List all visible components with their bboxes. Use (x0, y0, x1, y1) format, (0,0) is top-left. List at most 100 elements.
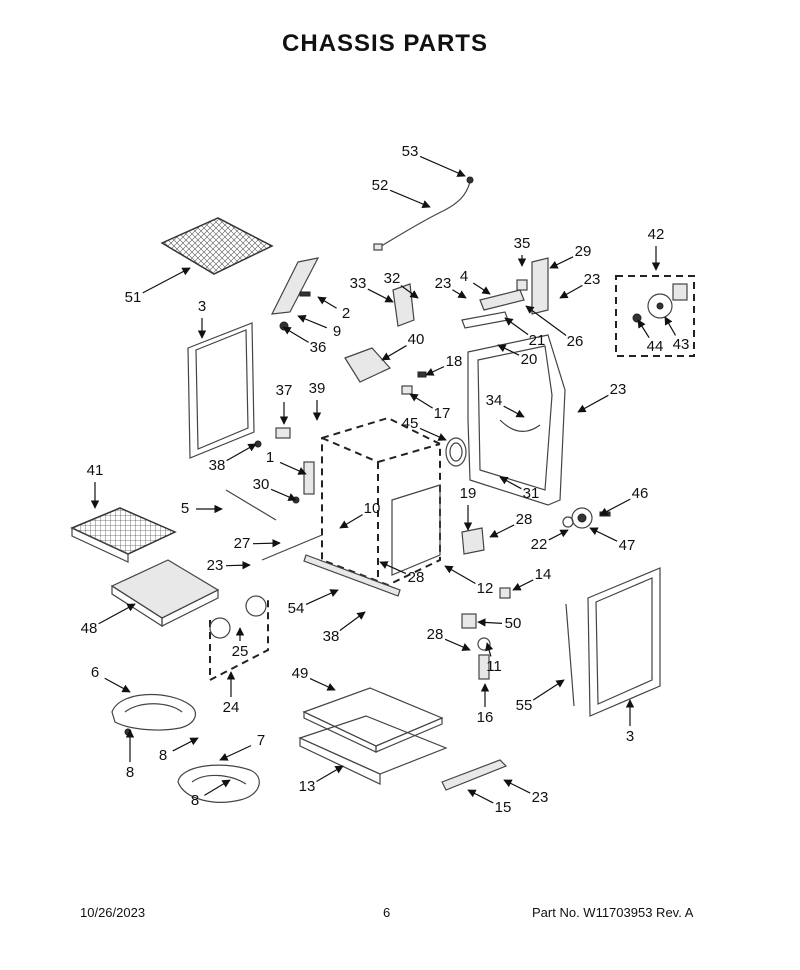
callout-21: 21 (504, 317, 545, 349)
callout-38: 38 (323, 611, 366, 645)
callout-number: 49 (292, 665, 309, 682)
leader-arrow (219, 745, 252, 761)
leader-arrow (367, 288, 394, 303)
callout-number: 50 (505, 615, 522, 632)
leader-arrow (316, 765, 344, 782)
leader-arrow (503, 405, 525, 418)
callout-13: 13 (299, 765, 344, 795)
leader-arrow (419, 155, 466, 177)
callout-26: 26 (525, 305, 584, 350)
leader-arrow (504, 317, 529, 336)
switch-part-17 (401, 371, 427, 395)
storage-drawer-part (298, 715, 448, 785)
callout-number: 54 (288, 600, 305, 617)
bracket-part-19 (461, 527, 485, 555)
page-title: CHASSIS PARTS (282, 30, 488, 57)
leader-arrow (172, 737, 199, 752)
callout-number: 23 (207, 557, 224, 574)
callout-number: 22 (531, 536, 548, 553)
wire-harness-part (373, 176, 474, 251)
leader-arrow (317, 296, 337, 309)
callout-47: 47 (589, 527, 635, 554)
callout-number: 28 (516, 511, 533, 528)
leader-arrow (400, 285, 419, 299)
callout-3: 3 (197, 298, 207, 339)
trim-bracket-part (441, 759, 508, 791)
callout-2: 2 (317, 296, 350, 322)
callout-39: 39 (309, 380, 325, 421)
leader-arrow (409, 393, 433, 409)
callout-number: 10 (364, 500, 381, 517)
callout-number: 53 (402, 143, 419, 160)
leader-arrow (532, 679, 565, 701)
leader-arrow (226, 443, 257, 462)
callout-number: 4 (460, 268, 468, 285)
leader-arrow (525, 305, 567, 336)
callout-number: 20 (521, 351, 538, 368)
callout-number: 51 (125, 289, 142, 306)
callout-23: 23 (503, 779, 548, 806)
callout-number: 3 (198, 298, 206, 315)
footer-date: 10/26/2023 (80, 905, 146, 920)
callout-number: 37 (276, 382, 293, 399)
callout-number: 6 (91, 664, 99, 681)
door-gasket-frame-right (565, 567, 661, 717)
callout-number: 17 (434, 405, 451, 422)
callout-44: 44 (637, 319, 663, 355)
callout-number: 9 (333, 323, 341, 340)
leader-arrow (664, 316, 677, 336)
callout-20: 20 (497, 344, 538, 368)
leader-arrow (204, 779, 231, 796)
callout-number: 8 (159, 747, 167, 764)
oven-rack-part (70, 507, 177, 563)
leader-arrow (497, 344, 520, 356)
callout-41: 41 (87, 462, 103, 509)
callout-11: 11 (485, 642, 502, 675)
callout-10: 10 (339, 500, 381, 529)
callout-46: 46 (599, 485, 648, 516)
callout-19: 19 (460, 485, 476, 531)
leader-arrow (472, 282, 491, 295)
callout-number: 48 (81, 620, 98, 637)
callout-33: 33 (350, 275, 394, 303)
callout-16: 16 (477, 683, 494, 726)
callout-number: 23 (610, 381, 627, 398)
callout-number: 45 (402, 415, 419, 432)
callout-number: 16 (477, 709, 494, 726)
leader-arrow (485, 642, 494, 657)
broil-element-part (177, 764, 260, 803)
hinge-receiver-part (254, 427, 291, 448)
callout-37: 37 (276, 382, 293, 425)
leader-arrow (499, 476, 522, 490)
callout-52: 52 (372, 177, 431, 208)
clip-part-14 (499, 587, 511, 599)
callout-3: 3 (625, 699, 635, 745)
callout-number: 36 (310, 339, 327, 356)
leader-arrow (309, 678, 336, 691)
callout-31: 31 (499, 476, 539, 502)
callout-4: 4 (460, 268, 491, 295)
leader-arrow (577, 394, 609, 413)
callout-6: 6 (91, 664, 131, 693)
bake-element-part (111, 694, 197, 736)
knob-assembly-box (209, 595, 269, 682)
callout-22: 22 (531, 529, 569, 553)
callout-54: 54 (288, 589, 339, 617)
callout-35: 35 (514, 235, 530, 267)
callout-number: 23 (584, 271, 601, 288)
mesh-rack-part (160, 217, 274, 275)
callout-number: 28 (427, 626, 444, 643)
callout-number: 14 (535, 566, 552, 583)
bracket-part-29 (516, 257, 549, 315)
leader-arrow (477, 618, 503, 627)
leader-arrow (381, 345, 407, 361)
leader-arrow (270, 488, 297, 501)
callout-number: 26 (567, 333, 584, 350)
callout-number: 15 (495, 799, 512, 816)
callout-number: 30 (253, 476, 270, 493)
callout-number: 5 (181, 500, 189, 517)
rod-part-27 (261, 534, 323, 561)
callout-number: 23 (435, 275, 452, 292)
callout-number: 24 (223, 699, 240, 716)
leader-arrow (379, 561, 407, 575)
